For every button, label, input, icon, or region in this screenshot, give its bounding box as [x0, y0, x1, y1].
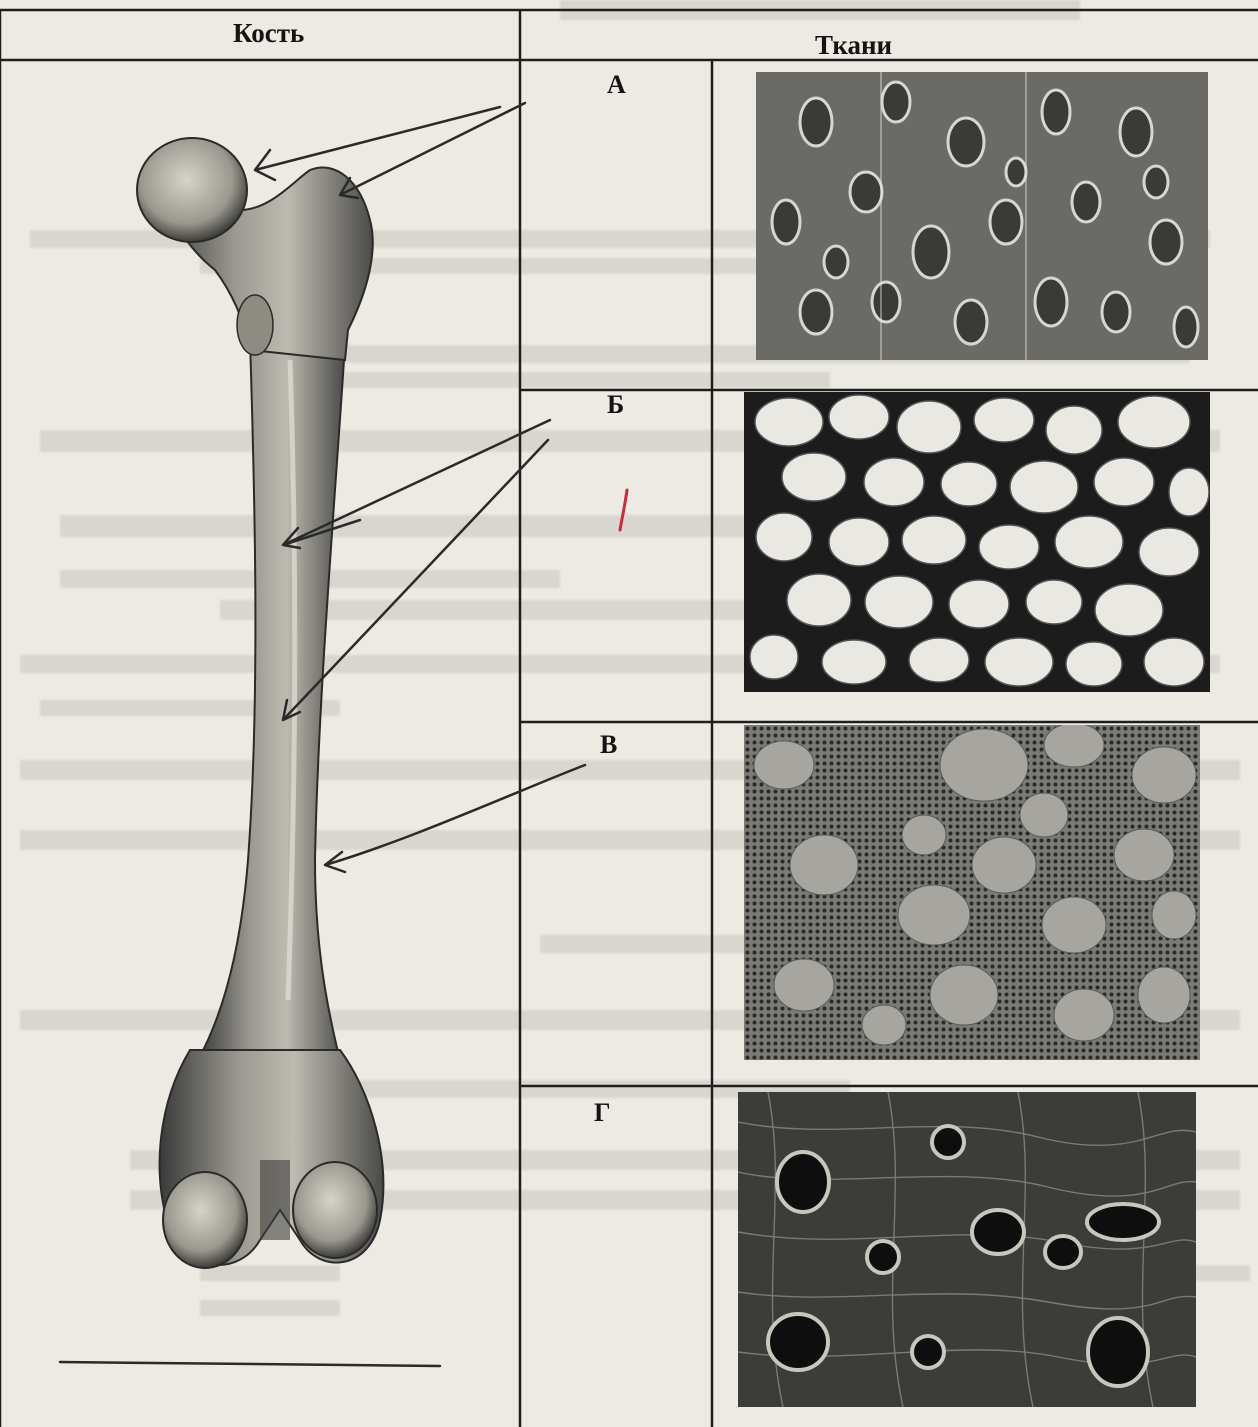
tissue-v-image [744, 725, 1200, 1060]
tissue-label-a: А [607, 70, 626, 100]
tissue-label-v: В [600, 730, 617, 760]
tissue-a-image [756, 72, 1208, 360]
tissue-g-image [738, 1092, 1196, 1407]
tissue-b-image [744, 392, 1210, 692]
header-bone: Кость [233, 18, 304, 49]
header-tissues: Ткани [815, 30, 892, 61]
tissue-label-g: Г [594, 1098, 611, 1128]
femur-bone-icon [120, 100, 420, 1300]
tissue-label-b: Б [607, 390, 624, 420]
